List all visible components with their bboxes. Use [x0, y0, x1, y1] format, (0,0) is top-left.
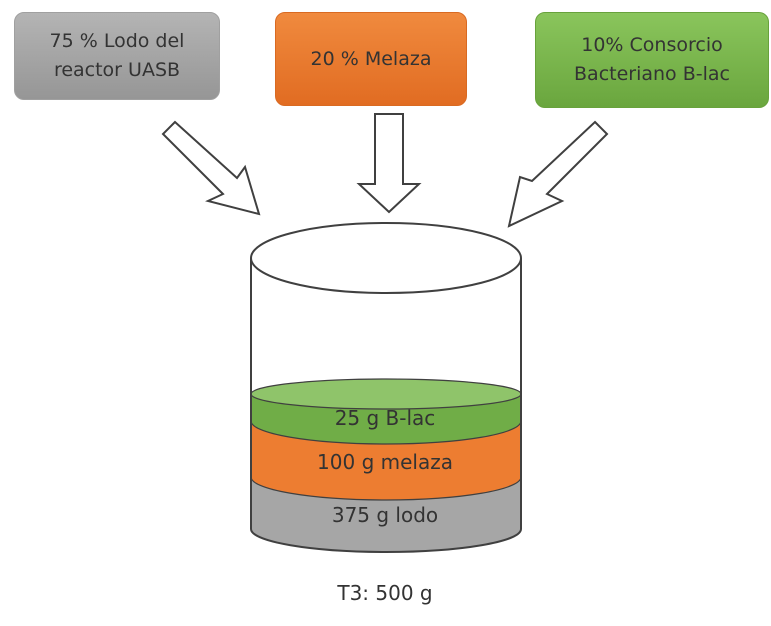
- layer-label-lodo: 375 g lodo: [331, 503, 439, 527]
- input-consorcio-line1: 10% Consorcio: [581, 34, 723, 56]
- input-box-consorcio: 10% Consorcio Bacteriano B-lac: [535, 12, 769, 108]
- input-lodo-line2: reactor UASB: [53, 59, 181, 81]
- layer-melaza: [251, 421, 521, 500]
- layer-label-melaza: 100 g melaza: [317, 450, 453, 474]
- input-melaza-line1: 20 % Melaza: [310, 47, 432, 70]
- total-label: T3: 500 g: [337, 581, 433, 605]
- layer-label-blac: 25 g B-lac: [334, 406, 436, 430]
- input-consorcio-line2: Bacteriano B-lac: [574, 63, 730, 85]
- arrow-consorcio: [507, 120, 609, 228]
- arrow-melaza: [356, 113, 422, 214]
- layer-blac-surface: [250, 378, 522, 410]
- arrow-lodo: [161, 120, 261, 216]
- boundary-line-2: [250, 476, 522, 501]
- layer-lodo: [251, 477, 521, 552]
- boundary-line-1: [250, 420, 522, 445]
- cylinder-bottom: [250, 528, 522, 553]
- cylinder-top: [250, 222, 522, 294]
- input-box-lodo: 75 % Lodo del reactor UASB: [14, 12, 220, 100]
- input-lodo-line1: 75 % Lodo del: [49, 30, 185, 52]
- input-box-melaza: 20 % Melaza: [275, 12, 467, 106]
